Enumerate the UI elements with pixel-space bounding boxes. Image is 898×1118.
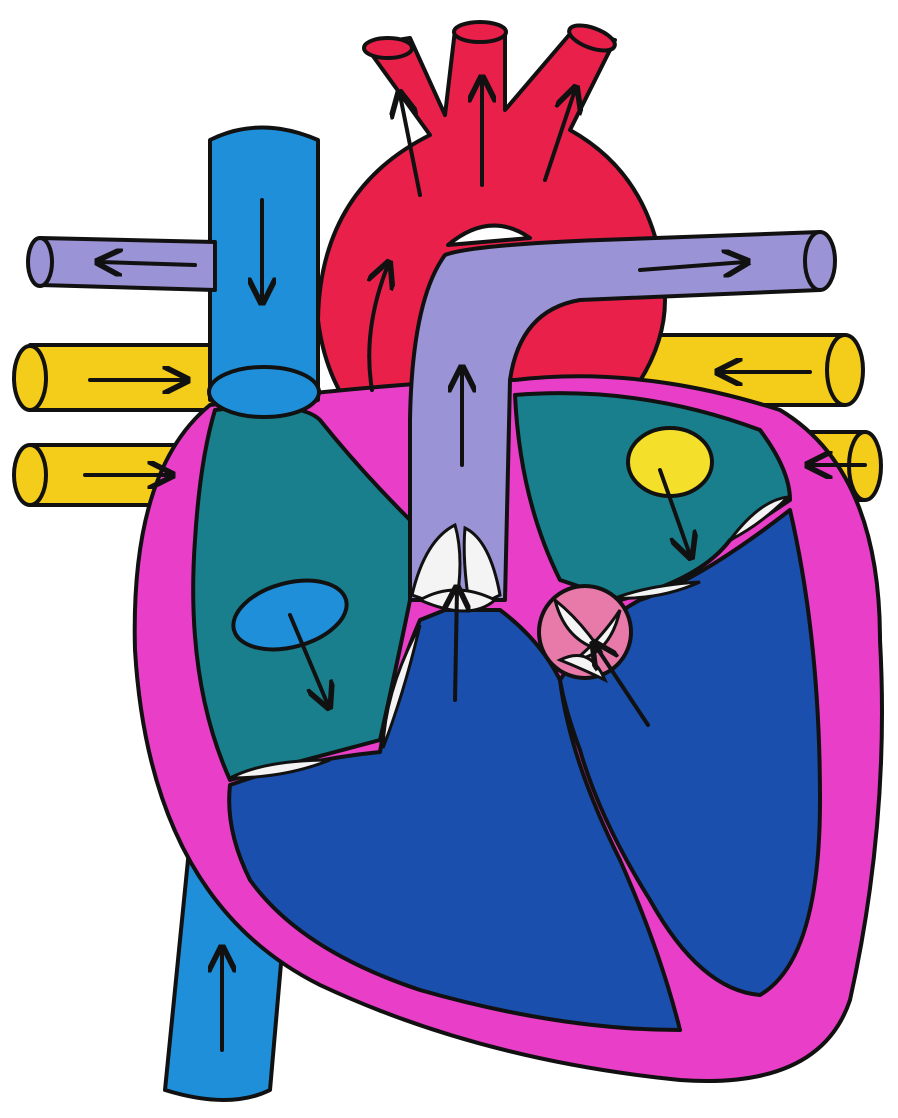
svc-opening — [209, 367, 319, 417]
left-atrium-opening — [628, 428, 712, 496]
flow-arrow-icon — [455, 590, 457, 700]
aortic-valve — [539, 586, 631, 680]
